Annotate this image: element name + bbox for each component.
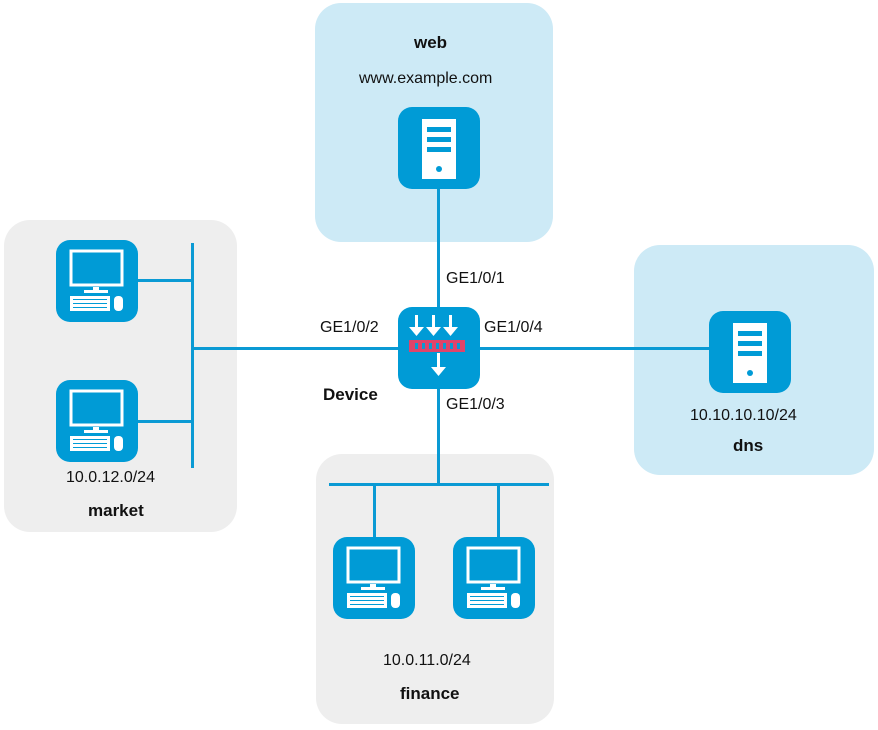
device-name: Device: [323, 385, 378, 404]
port-ge1-0-4: GE1/0/4: [484, 319, 543, 336]
dns-server-icon[interactable]: [709, 311, 791, 393]
web-server-icon[interactable]: [398, 107, 480, 189]
dns-address: 10.10.10.10/24: [690, 407, 797, 424]
finance-pc1-icon[interactable]: [333, 537, 415, 619]
link-device-dns: [480, 347, 709, 350]
finance-bus: [329, 483, 549, 486]
market-name: market: [88, 501, 144, 520]
market-pc2-link: [138, 420, 192, 423]
link-device-finance: [437, 389, 440, 484]
market-subnet: 10.0.12.0/24: [66, 469, 155, 486]
port-ge1-0-1: GE1/0/1: [446, 270, 505, 287]
link-web-device: [437, 189, 440, 307]
finance-pc1-link: [373, 484, 376, 537]
web-name: web: [414, 33, 448, 52]
finance-subnet: 10.0.11.0/24: [383, 652, 471, 669]
web-host: www.example.com: [359, 70, 493, 87]
finance-pc2-link: [497, 484, 500, 537]
market-pc1-icon[interactable]: [56, 240, 138, 322]
link-device-market: [192, 347, 398, 350]
finance-pc2-icon[interactable]: [453, 537, 535, 619]
dns-name: dns: [733, 436, 764, 455]
market-bus: [191, 243, 194, 468]
finance-name: finance: [400, 684, 460, 703]
market-pc2-icon[interactable]: [56, 380, 138, 462]
market-pc1-link: [138, 279, 192, 282]
port-ge1-0-2: GE1/0/2: [320, 319, 379, 336]
device-firewall-icon[interactable]: [398, 307, 480, 389]
port-ge1-0-3: GE1/0/3: [446, 396, 505, 413]
